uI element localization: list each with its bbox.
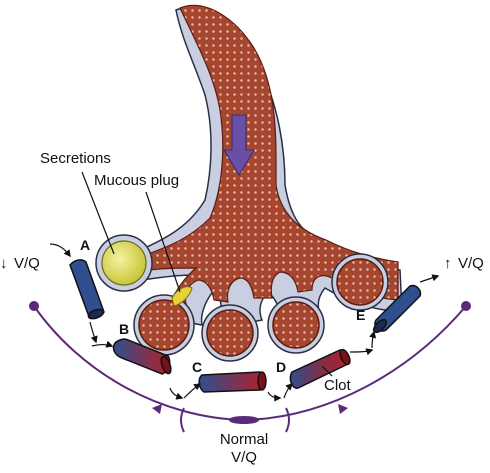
- right-vq-arrow: ↑: [444, 255, 452, 272]
- curve-arrows: [152, 404, 348, 414]
- left-vq-label: V/Q: [14, 255, 40, 272]
- alveolus-d: [272, 301, 320, 349]
- vessels: [69, 259, 422, 393]
- curve-center-mark: [229, 416, 259, 424]
- unit-label-a: A: [80, 237, 90, 253]
- leader-lines: [81, 171, 333, 377]
- mucous-plug-label: Mucous plug: [94, 172, 179, 189]
- alveoli: [133, 253, 389, 362]
- normal-label: Normal: [220, 431, 268, 448]
- clot-leader: [321, 365, 333, 377]
- unit-label-c: C: [192, 359, 202, 375]
- left-vq-arrow: ↓: [0, 255, 8, 272]
- clot-label: Clot: [324, 377, 352, 394]
- alveolus-c: [206, 309, 254, 357]
- alveolus-e: [336, 258, 384, 306]
- vessel-c: [198, 371, 266, 393]
- unit-label-e: E: [356, 307, 365, 323]
- mucous-plug: [171, 286, 193, 307]
- unit-label-b: B: [119, 321, 129, 337]
- secretions-leader: [81, 171, 115, 255]
- airway-lumen: [147, 4, 399, 305]
- curve-endpoint-dot-icon: [29, 301, 39, 311]
- normal-vq-label: V/Q: [231, 449, 257, 466]
- alveolus-b: [138, 299, 190, 351]
- secretions-label: Secretions: [40, 150, 111, 167]
- downward-flow-arrow-icon: [223, 114, 255, 176]
- mucous-plug-leader: [145, 191, 181, 293]
- flow-arrows: [49, 243, 440, 402]
- curve-endpoint-dot-icon: [461, 301, 471, 311]
- vq-curve: [29, 301, 471, 433]
- unit-label-d: D: [276, 359, 286, 375]
- right-vq-label: V/Q: [458, 255, 484, 272]
- secretions-blob: [101, 240, 147, 286]
